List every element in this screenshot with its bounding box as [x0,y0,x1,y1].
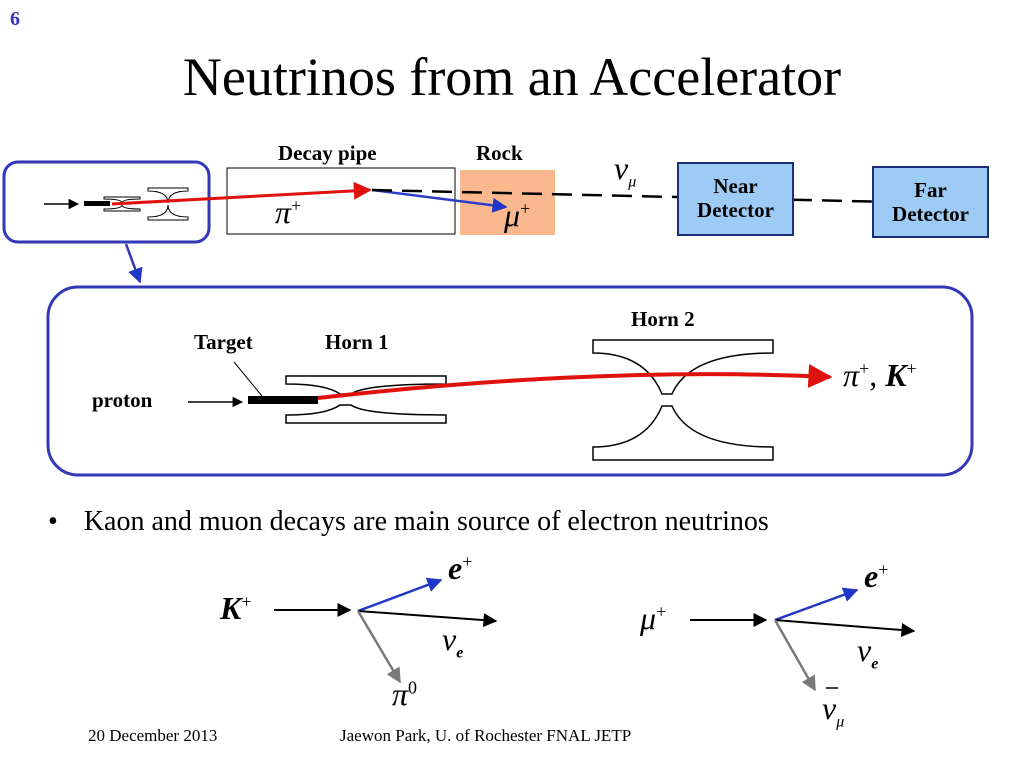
slide-title: Neutrinos from an Accelerator [182,47,842,107]
horn1-label: Horn 1 [325,330,389,354]
muon-nue-label: νe [857,632,879,673]
pion-label: π+ [275,194,302,230]
muon-parent-label: μ+ [640,600,667,636]
muon-track [371,188,508,213]
horn2-label: Horn 2 [631,307,695,331]
bullet-point: • Kaon and muon decays are main source of… [48,506,769,538]
footer-author: Jaewon Park, U. of Rochester FNAL JETP [340,726,632,745]
muon-positron-arrow [774,587,859,622]
horn2 [592,339,774,461]
slide-number: 6 [10,8,20,30]
bullet-text: Kaon and muon decays are main source of … [83,506,769,537]
overview-horn2 [147,187,189,221]
muon-antinu-arrow [773,619,817,692]
zoom-beam [317,363,833,400]
decay-pipe [226,167,456,235]
kaon-nu-arrow [357,610,498,628]
kaon-positron-arrow [357,577,443,613]
rock-label: Rock [476,141,523,165]
footer-date: 20 December 2013 [88,726,218,745]
target-leader [233,361,263,397]
bullet-marker: • [48,506,58,537]
kaon-pi0-arrow [356,610,402,684]
decay-pipe-label: Decay pipe [278,141,377,165]
overview-box [2,160,211,244]
near-detector-line1: Near [713,174,758,198]
numu-label: νμ [614,150,637,191]
overview-beam [111,181,372,206]
kaon-positron-label: e+ [448,550,473,586]
overview-target [84,201,110,206]
zoom-arrow [124,243,143,284]
far-detector-line1: Far [914,178,947,202]
far-detector: Far Detector [872,166,989,238]
muon-nu-arrow [774,619,916,637]
proton-label: proton [92,388,153,412]
pi0-label: π0 [392,676,418,712]
neutrino-beam [371,188,894,211]
far-detector-line2: Detector [892,202,969,226]
near-detector-line2: Detector [697,198,774,222]
target-label: Target [194,330,253,354]
zoom-box [46,285,974,477]
muon-label: μ+ [504,197,531,233]
near-detector: Near Detector [677,162,794,236]
muon-positron-label: e+ [864,558,889,594]
antinumu-label: νμ [822,690,845,731]
kaon-label: K+ [220,590,252,626]
kaon-nue-label: νe [442,621,464,662]
pi-k-label: π+, K+ [843,357,917,393]
target [248,396,318,404]
